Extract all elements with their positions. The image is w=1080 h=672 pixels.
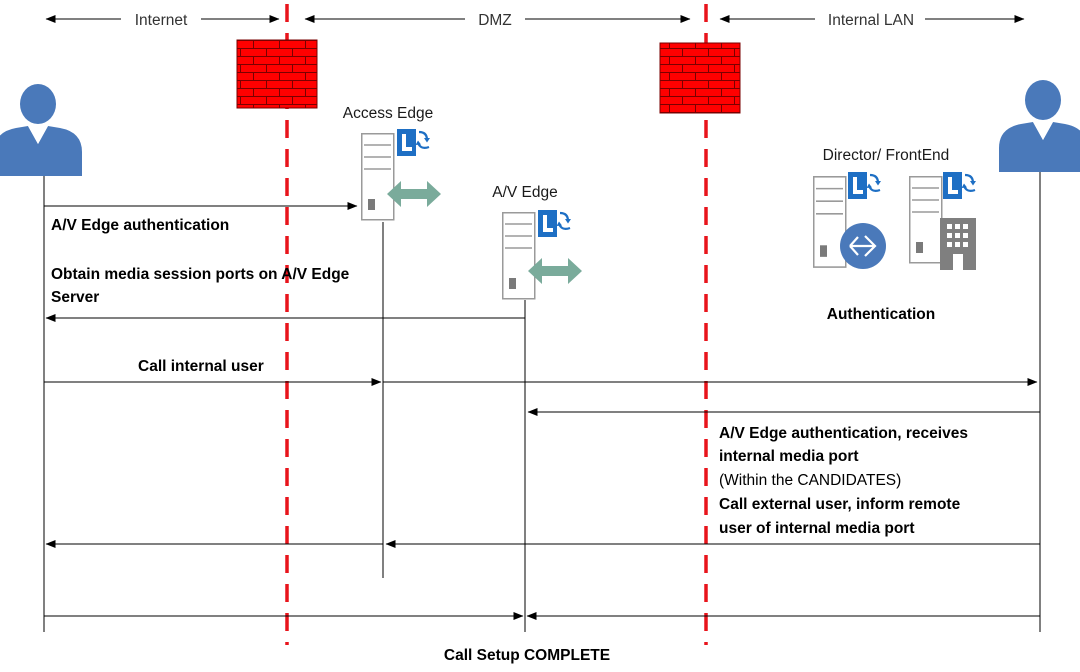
server-label-av-edge: A/V Edge	[492, 184, 558, 201]
zone-label-dmz: DMZ	[478, 12, 512, 29]
msg-label-auth-receives-2: internal media port	[719, 448, 859, 465]
msg-label-authentication: Authentication	[827, 306, 936, 323]
bidirectional-arrow-icon	[528, 258, 582, 284]
zone-markers: Internet DMZ Internal LAN	[45, 8, 1025, 30]
server-label-director-frontend: Director/ FrontEnd	[823, 147, 950, 164]
zone-label-internal-lan: Internal LAN	[828, 12, 914, 29]
user-icon	[0, 84, 82, 176]
msg-label-setup-complete: Call Setup COMPLETE	[444, 647, 610, 664]
msg-label-auth-receives-1: A/V Edge authentication, receives	[719, 425, 968, 442]
lync-logo-icon	[941, 170, 978, 201]
firewall-icon	[236, 39, 318, 109]
zone-label-internet: Internet	[135, 12, 188, 29]
msg-label-call-external-2: user of internal media port	[719, 520, 915, 537]
server-icon	[502, 212, 536, 300]
director-arrow-icon	[840, 223, 886, 269]
network-boundaries	[285, 4, 708, 645]
lync-logo-icon	[536, 208, 573, 239]
user-icon	[999, 80, 1080, 172]
msg-label-obtain-ports-1: Obtain media session ports on A/V Edge	[51, 266, 350, 283]
lync-logo-icon	[395, 127, 432, 158]
firewall-icon	[659, 42, 741, 114]
server-icon	[361, 133, 395, 221]
building-icon	[940, 218, 976, 270]
server-icon	[812, 176, 847, 268]
msg-label-call-external-1: Call external user, inform remote	[719, 496, 961, 513]
server-icon	[909, 176, 943, 264]
message-arrows	[44, 202, 1040, 620]
msg-label-av-edge-auth: A/V Edge authentication	[51, 217, 229, 234]
server-label-access-edge: Access Edge	[343, 105, 433, 122]
msg-label-obtain-ports-2: Server	[51, 289, 99, 306]
bidirectional-arrow-icon	[387, 181, 441, 207]
msg-label-call-internal: Call internal user	[138, 358, 264, 375]
lifelines	[43, 168, 1041, 632]
msg-label-within-candidates: (Within the CANDIDATES)	[719, 472, 901, 489]
lync-logo-icon	[846, 170, 883, 201]
